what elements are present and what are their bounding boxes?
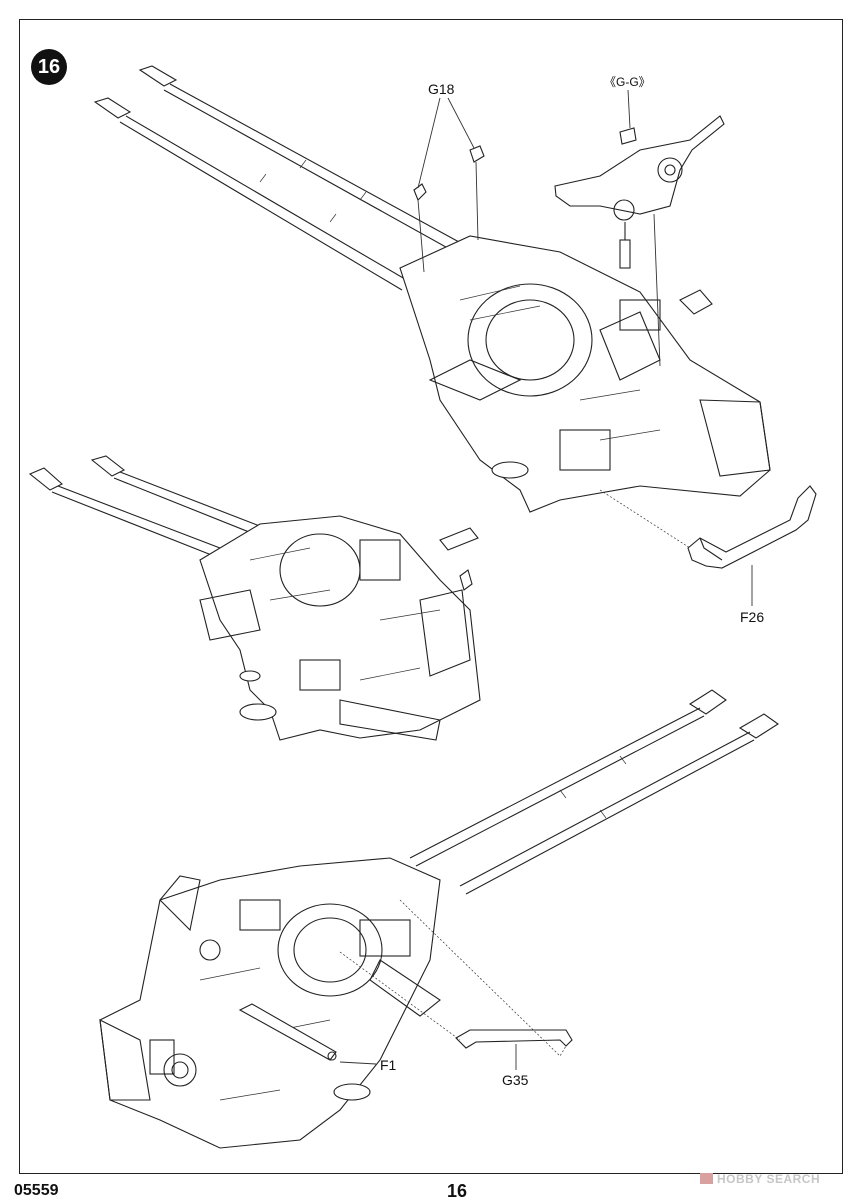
label-g18: G18 <box>428 81 455 97</box>
gun-barrels-top <box>93 65 471 291</box>
part-f1 <box>238 1003 377 1065</box>
assembly-view-middle <box>28 455 481 741</box>
label-f1: F1 <box>380 1057 397 1073</box>
label-g35: G35 <box>502 1072 529 1088</box>
watermark-logo-icon <box>700 1173 713 1184</box>
watermark-text: HOBBY SEARCH <box>717 1172 821 1186</box>
gun-mount-top <box>399 235 771 513</box>
part-g18 <box>413 89 661 367</box>
label-view-gg: 《G-G》 <box>604 75 651 89</box>
product-code: 05559 <box>14 1182 59 1199</box>
step-number: 16 <box>37 55 61 78</box>
page-frame <box>19 19 843 1174</box>
gg-sight-detail <box>554 115 725 269</box>
page-number: 16 <box>447 1181 468 1201</box>
assembly-view-bottom <box>99 689 779 1149</box>
watermark: HOBBY SEARCH <box>700 1172 820 1186</box>
gun-mount-middle <box>199 515 481 741</box>
gun-barrels-middle <box>28 455 271 557</box>
gun-barrels-bottom <box>409 689 779 895</box>
part-g35 <box>339 899 573 1070</box>
gun-mount-bottom <box>99 857 441 1149</box>
label-f26: F26 <box>740 609 765 625</box>
step-number-badge: 16 <box>31 49 67 85</box>
part-f26 <box>599 485 817 606</box>
assembly-view-top <box>93 65 817 606</box>
